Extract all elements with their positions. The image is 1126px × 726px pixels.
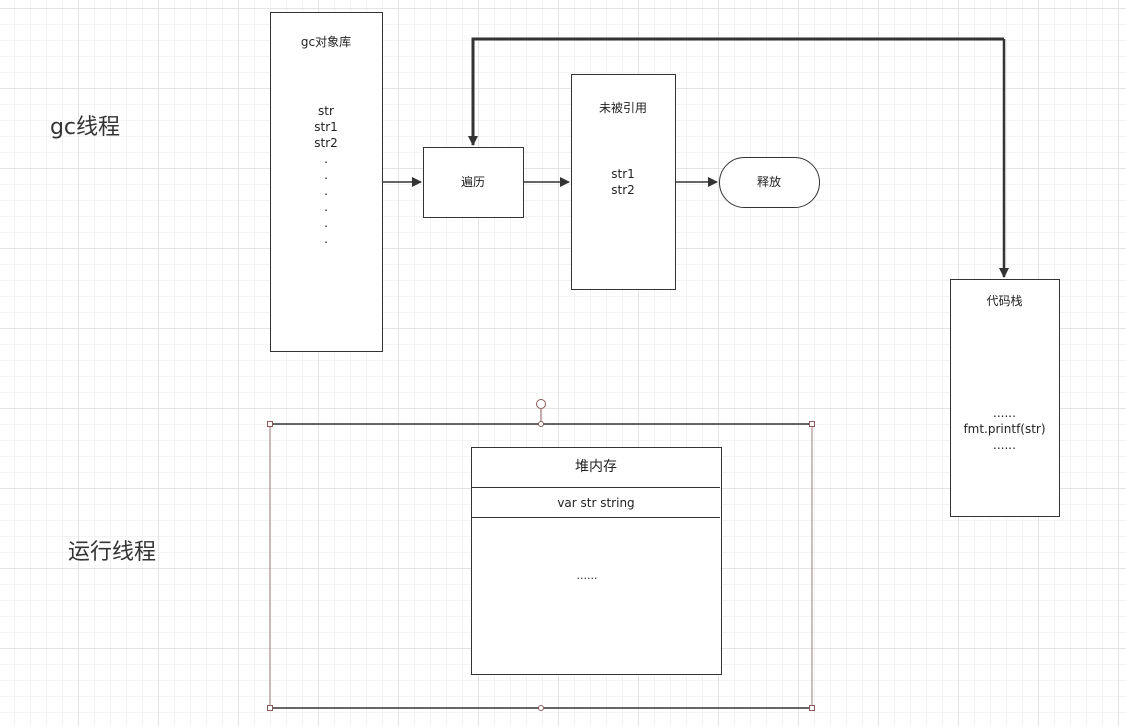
heap-body-text: ...... <box>576 569 598 582</box>
gc-object-item: . <box>324 184 328 198</box>
heap-table[interactable]: 堆内存 var str string ...... <box>471 447 722 675</box>
arrow-loop-to-traverse[interactable] <box>468 37 1004 146</box>
release-label: 释放 <box>756 175 781 189</box>
heap-title: 堆内存 <box>575 459 617 475</box>
code-stack-line: fmt.printf(str) <box>963 422 1046 436</box>
resize-handle-top-middle[interactable] <box>538 421 544 427</box>
code-stack-line: ...... <box>993 438 1016 452</box>
release-node[interactable]: 释放 <box>719 157 820 208</box>
unreferenced-item: str1 <box>611 167 635 181</box>
rotate-handle[interactable] <box>536 399 546 409</box>
gc-object-item: . <box>324 216 328 230</box>
traverse-label: 遍历 <box>460 175 485 189</box>
gc-object-lib-box[interactable]: gc对象库 str str1 str2 . . . . . . <box>270 12 383 352</box>
code-stack-line: ...... <box>993 406 1016 420</box>
traverse-box[interactable]: 遍历 <box>423 147 524 218</box>
run-thread-label: 运行线程 <box>67 540 156 565</box>
gc-object-item: str2 <box>314 136 338 150</box>
unreferenced-title: 未被引用 <box>598 101 647 115</box>
unreferenced-box[interactable]: 未被引用 str1 str2 <box>571 74 676 290</box>
resize-handle-bottom-right[interactable] <box>809 705 815 711</box>
resize-handle-bottom-left[interactable] <box>267 705 273 711</box>
resize-handle-bottom-middle[interactable] <box>538 705 544 711</box>
resize-handle-top-right[interactable] <box>809 421 815 427</box>
heap-row-label: var str string <box>557 496 635 510</box>
gc-thread-label: gc线程 <box>49 115 121 140</box>
code-stack-title: 代码栈 <box>986 294 1023 308</box>
resize-handle-top-left[interactable] <box>267 421 273 427</box>
code-stack-box[interactable]: 代码栈 ...... fmt.printf(str) ...... <box>950 279 1060 517</box>
gc-object-lib-title: gc对象库 <box>300 35 352 49</box>
gc-object-item: . <box>324 152 328 166</box>
gc-object-item: . <box>324 200 328 214</box>
gc-object-item: str1 <box>314 120 338 134</box>
gc-object-item: str <box>318 104 334 118</box>
gc-object-item: . <box>324 168 328 182</box>
gc-object-item: . <box>324 232 328 246</box>
unreferenced-item: str2 <box>611 183 635 197</box>
heap-header: 堆内存 <box>472 448 720 488</box>
heap-row: var str string <box>472 489 720 518</box>
